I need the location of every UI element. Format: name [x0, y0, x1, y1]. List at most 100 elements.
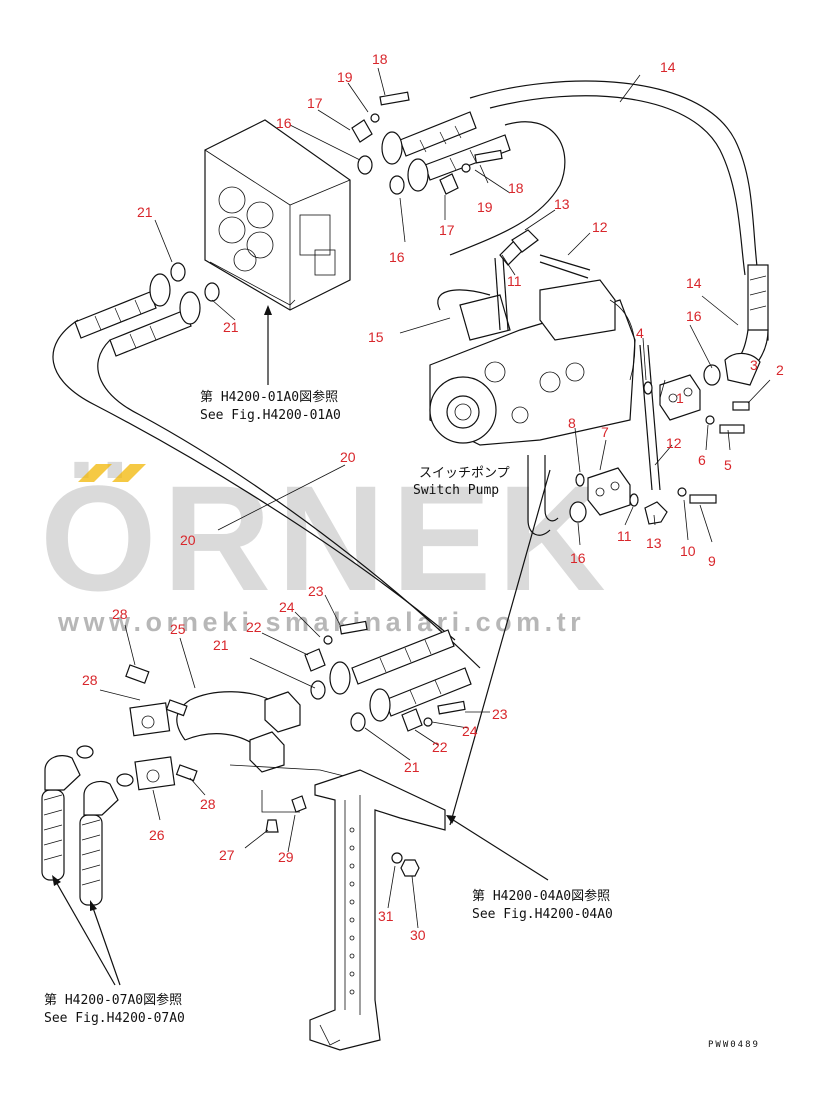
arrow-fig04: [449, 817, 549, 881]
part-label-16c: 16: [686, 308, 702, 324]
part-label-20a: 20: [340, 449, 356, 465]
hose-25-a: [189, 691, 271, 701]
valve-body: [204, 119, 351, 311]
hose-lower-1: [351, 629, 455, 685]
part-label-3: 3: [750, 357, 758, 373]
pump-shaft-spline: [446, 395, 480, 429]
bolt-23a: [339, 620, 368, 635]
fitting-27: [265, 819, 279, 833]
washer-24b: [423, 717, 433, 727]
switch-pump-en: Switch Pump: [413, 483, 499, 498]
part-label-30: 30: [410, 927, 426, 943]
pump-pipe-loop: [437, 289, 491, 311]
part-label-23b: 23: [492, 706, 508, 722]
part-label-28a: 28: [112, 606, 128, 622]
bolt-28c: [175, 764, 198, 782]
washer-19b: [461, 163, 471, 173]
part-label-2: 2: [776, 362, 784, 378]
part-label-18b: 18: [508, 180, 524, 196]
flange-left-2: [179, 291, 201, 325]
bracket-holes: [349, 827, 355, 995]
o-ring-16c: [703, 364, 721, 386]
reference-arrows: [52, 305, 551, 986]
part-label-9: 9: [708, 553, 716, 569]
part-label-17a: 17: [307, 95, 323, 111]
part-labels: 1 2 3 4 5 6 7 8 9 10 11 11 12 12 13 13 1…: [82, 51, 784, 943]
hose-12a: [539, 254, 591, 271]
part-label-26: 26: [149, 827, 165, 843]
part-label-8: 8: [568, 415, 576, 431]
part-label-4: 4: [636, 325, 644, 341]
hose-16-pump: [527, 455, 551, 536]
hose-14-upper: [469, 80, 759, 276]
o-ring-21d: [350, 712, 366, 732]
o-ring-21a: [170, 262, 186, 282]
flange-lower-1: [329, 661, 351, 695]
part-label-21a: 21: [137, 204, 153, 220]
leader-lines: [99, 67, 771, 929]
o-ring-lower-1: [76, 745, 94, 759]
bolt-28b: [165, 699, 188, 717]
part-label-16d: 16: [570, 550, 586, 566]
bolt-18b: [474, 149, 503, 164]
part-label-7: 7: [601, 424, 609, 440]
hose-20-upper: [52, 319, 456, 641]
part-label-21c: 21: [213, 637, 229, 653]
regulator: [539, 279, 616, 341]
watermark: ÖRNEK www.orneki smakinalari.com.tr: [40, 454, 606, 637]
part-label-27: 27: [219, 847, 235, 863]
o-ring-4: [643, 381, 653, 395]
arrow-fig07-a: [54, 879, 116, 986]
clamp-17a: [351, 119, 373, 143]
flange-block-upper: [129, 702, 171, 737]
part-label-14b: 14: [686, 275, 702, 291]
switch-pump-jp: スイッチポンプ: [419, 466, 510, 481]
part-label-13b: 13: [646, 535, 662, 551]
clamp-22b: [401, 708, 423, 732]
flange-3: [724, 352, 761, 386]
o-ring-16a: [357, 155, 373, 175]
elbow-13a: [511, 229, 539, 253]
bolt-9: [689, 494, 717, 504]
bolt-23b: [437, 700, 466, 715]
sleeve-left-1: [41, 789, 65, 881]
hose-25-bend: [176, 699, 191, 741]
o-ring-16b: [389, 175, 405, 195]
pump-valve-block: [459, 294, 511, 341]
hose-lines: [52, 80, 759, 746]
hose-upper-1: [399, 111, 477, 157]
o-ring-21c: [310, 680, 326, 700]
ref-fig04-jp: 第 H4200-04A0図参照: [472, 888, 610, 904]
part-label-1: 1: [676, 390, 684, 406]
arrow-fig07-b: [91, 904, 121, 986]
elbow-left-2: [83, 780, 119, 816]
flange-upper-1: [381, 131, 403, 165]
hose-20-lower: [97, 339, 481, 669]
bolt-28a: [125, 664, 150, 684]
part-label-28b: 28: [82, 672, 98, 688]
reference-labels: 第 H4200-01A0図参照 See Fig.H4200-01A0 スイッチポ…: [44, 389, 758, 1050]
part-label-11a: 11: [507, 273, 522, 289]
ref-fig07-jp: 第 H4200-07A0図参照: [44, 992, 182, 1008]
hose-12-right-b: [647, 344, 661, 491]
o-ring-8: [575, 473, 585, 487]
part-label-12a: 12: [592, 219, 608, 235]
part-label-16a: 16: [276, 115, 292, 131]
part-label-22a: 22: [246, 619, 262, 635]
part-label-14a: 14: [660, 59, 676, 75]
hose-left-2: [109, 309, 192, 357]
part-label-22b: 22: [432, 739, 448, 755]
lower-left-assembly: [76, 664, 401, 833]
bolt-5: [719, 424, 745, 434]
o-ring-21b: [204, 282, 220, 302]
part-label-15: 15: [368, 329, 384, 345]
part-label-19a: 19: [337, 69, 353, 85]
flange-lower-2: [369, 688, 391, 722]
part-label-5: 5: [724, 457, 732, 473]
washer-24a: [323, 635, 333, 645]
hose-13-curve: [449, 121, 566, 256]
bracket-body: [309, 769, 446, 1051]
switch-pump: [429, 229, 636, 446]
hatch-pattern: [43, 125, 767, 886]
